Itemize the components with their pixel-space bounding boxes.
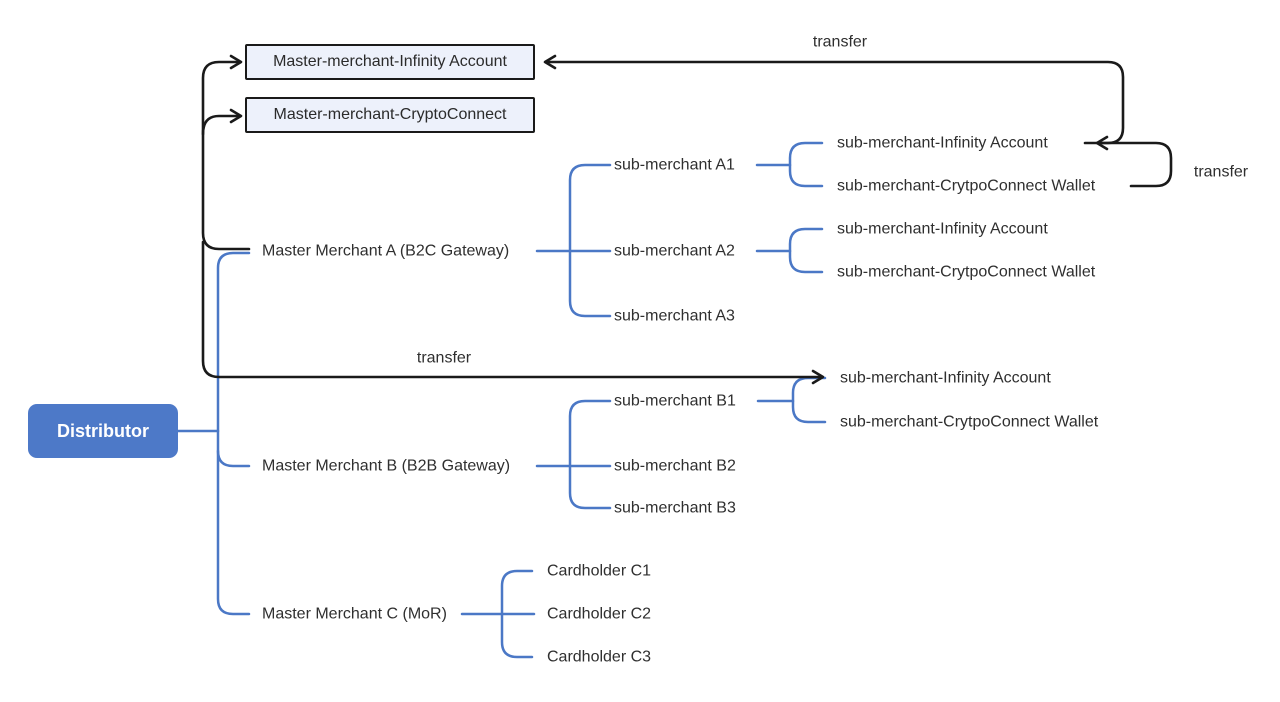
node-cardholder-c3: Cardholder C3 xyxy=(547,648,652,666)
brace-cardholders-c xyxy=(500,569,534,659)
node-sub-merchant-b3: sub-merchant B3 xyxy=(614,499,736,517)
node-sub-merchant-b2: sub-merchant B2 xyxy=(614,457,736,475)
brace-a2-accounts xyxy=(788,227,824,274)
edge-masters-trunk xyxy=(216,251,251,616)
node-master-merchant-a: Master Merchant A (B2C Gateway) xyxy=(262,242,510,260)
node-b1-infinity-account: sub-merchant-Infinity Account xyxy=(840,369,1051,387)
edge-master-b-branch xyxy=(216,449,251,468)
node-a2-cryptoconnect-wallet: sub-merchant-CrytpoConnect Wallet xyxy=(837,263,1096,281)
label-transfer-top: transfer xyxy=(812,33,868,51)
node-sub-merchant-a1: sub-merchant A1 xyxy=(614,156,735,174)
arrow-transfer-to-b1-infinity xyxy=(201,240,825,385)
node-master-merchant-b: Master Merchant B (B2B Gateway) xyxy=(262,457,511,475)
arrow-master-a-to-infinity-box xyxy=(201,54,251,251)
node-master-cryptoconnect-box: Master-merchant-CryptoConnect xyxy=(245,97,535,133)
node-a2-infinity-account: sub-merchant-Infinity Account xyxy=(837,220,1048,238)
arrow-master-a-to-cryptoconnect-box xyxy=(201,108,243,136)
brace-subs-b xyxy=(568,399,612,510)
brace-b1-accounts xyxy=(791,376,827,424)
brace-a1-accounts xyxy=(788,141,824,188)
node-sub-merchant-a3: sub-merchant A3 xyxy=(614,307,735,325)
label-transfer-right: transfer xyxy=(1193,163,1249,181)
arrow-sub-infinity-to-master-box xyxy=(543,54,1125,145)
label-transfer-middle: transfer xyxy=(416,349,472,367)
node-cardholder-c2: Cardholder C2 xyxy=(547,605,652,623)
node-cardholder-c1: Cardholder C1 xyxy=(547,562,652,580)
node-master-merchant-c: Master Merchant C (MoR) xyxy=(262,605,447,623)
node-distributor: Distributor xyxy=(28,404,178,458)
brace-subs-a xyxy=(568,163,612,318)
node-master-infinity-account-box: Master-merchant-Infinity Account xyxy=(245,44,535,80)
node-b1-cryptoconnect-wallet: sub-merchant-CrytpoConnect Wallet xyxy=(840,413,1099,431)
master-infinity-account-label: Master-merchant-Infinity Account xyxy=(273,53,507,70)
master-cryptoconnect-label: Master-merchant-CryptoConnect xyxy=(273,106,507,123)
arrow-wallet-to-sub-infinity xyxy=(1095,135,1173,188)
distributor-label: Distributor xyxy=(57,420,149,441)
node-sub-merchant-a2: sub-merchant A2 xyxy=(614,242,735,260)
node-a1-cryptoconnect-wallet: sub-merchant-CrytpoConnect Wallet xyxy=(837,177,1096,195)
node-sub-merchant-b1: sub-merchant B1 xyxy=(614,392,736,410)
node-a1-infinity-account: sub-merchant-Infinity Account xyxy=(837,134,1048,152)
